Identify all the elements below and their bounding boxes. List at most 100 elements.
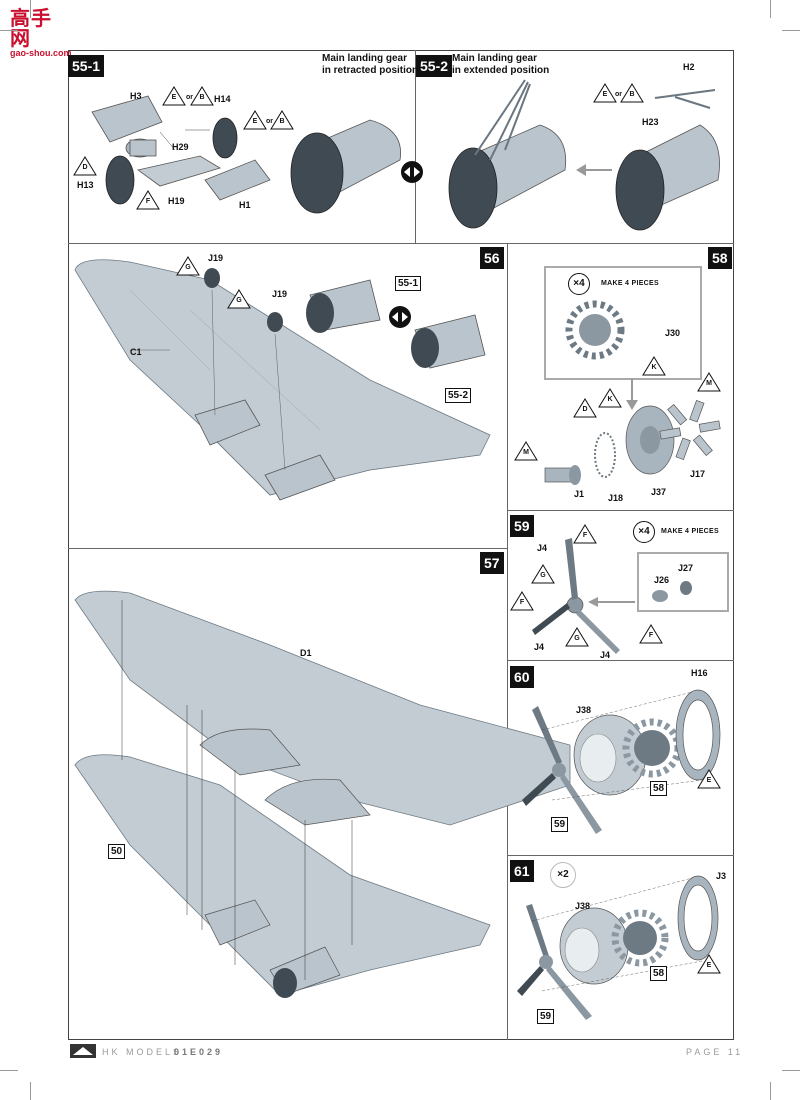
step-number: 61 [510, 860, 534, 882]
crop-mark [782, 30, 800, 31]
subassembly-box [544, 266, 702, 380]
crop-mark [770, 0, 771, 18]
paint-symbol: B [270, 110, 294, 130]
engine-nacelle-drawing-61 [517, 875, 719, 1020]
step-reference: 58 [650, 781, 668, 796]
paint-symbol: G [227, 289, 251, 309]
part-label: H2 [683, 62, 695, 72]
step-caption: Main landing gear in extended position [452, 53, 549, 77]
multiplier-badge: ×2 [550, 862, 576, 888]
caption-line: Main landing gear [322, 53, 408, 64]
paint-symbol: E [162, 86, 186, 106]
step-reference: 55-1 [395, 276, 422, 291]
crop-mark [30, 1082, 31, 1100]
swap-icon [401, 161, 423, 183]
step-reference: 55-2 [445, 388, 472, 403]
step-number: 56 [480, 247, 504, 269]
crop-mark [30, 0, 31, 18]
part-label: D1 [300, 648, 312, 658]
part-label: H23 [642, 117, 659, 127]
paint-symbol: E [697, 769, 721, 789]
footer-code: 01E029 [174, 1047, 224, 1057]
paint-symbol: F [136, 190, 160, 210]
caption-line: in retracted position [322, 65, 419, 76]
part-label: J1 [574, 489, 585, 499]
part-label: J4 [600, 650, 611, 660]
part-label: J4 [537, 543, 548, 553]
multiplier-badge: ×4 [633, 521, 655, 543]
divider [507, 243, 508, 1040]
part-label: J3 [716, 871, 727, 881]
paint-symbol: F [639, 624, 663, 644]
paint-symbol: G [176, 256, 200, 276]
footer-brand: HK MODELS [102, 1047, 183, 1057]
propeller-drawing-59 [532, 538, 692, 654]
part-label: J19 [208, 253, 224, 263]
part-label: J37 [651, 487, 667, 497]
step-reference: 50 [108, 844, 126, 859]
paint-symbol: M [697, 372, 721, 392]
or-text: or [186, 94, 193, 101]
divider [415, 50, 416, 243]
step-number: 55-1 [68, 55, 105, 77]
part-label: J4 [534, 642, 545, 652]
paint-symbol: B [620, 83, 644, 103]
paint-symbol: E [593, 83, 617, 103]
part-label: H14 [214, 94, 231, 104]
paint-symbol: D [573, 398, 597, 418]
part-label: J17 [690, 469, 706, 479]
engine-drawing-58 [544, 300, 721, 485]
step-number: 60 [510, 666, 534, 688]
landing-gear-retracted-drawing [91, 95, 402, 214]
step-number: 58 [708, 247, 732, 269]
part-label: H1 [239, 200, 251, 210]
part-label: J18 [608, 493, 624, 503]
part-label: H29 [172, 142, 189, 152]
step-number: 59 [510, 515, 534, 537]
engine-nacelle-drawing-60 [522, 689, 721, 834]
step-caption: Main landing gear in retracted position [322, 53, 418, 77]
divider [507, 660, 734, 661]
subassembly-box [637, 552, 729, 612]
part-label: J27 [678, 563, 694, 573]
part-label: H16 [691, 668, 708, 678]
paint-symbol: D [73, 156, 97, 176]
wing-assembly-drawing-56 [74, 259, 491, 501]
crop-mark [0, 1070, 18, 1071]
paint-symbol: E [243, 110, 267, 130]
paint-symbol: K [642, 356, 666, 376]
part-label: J38 [575, 901, 591, 911]
caption-line: in extended position [452, 65, 550, 76]
divider [68, 243, 734, 244]
part-label: J38 [576, 705, 592, 715]
multiplier-badge: ×4 [568, 273, 590, 295]
part-label: C1 [130, 347, 142, 357]
part-label: H13 [77, 180, 94, 190]
make-pieces-text: MAKE 4 PIECES [661, 528, 719, 535]
watermark-logo: 高手网 gao-shou.com [10, 8, 72, 58]
watermark-name: 高手网 [10, 6, 52, 50]
wing-assembly-drawing-57 [74, 590, 571, 998]
or-text: or [266, 118, 273, 125]
watermark-url: gao-shou.com [10, 48, 72, 58]
crop-mark [0, 30, 18, 31]
hk-models-logo-icon [70, 1044, 96, 1058]
step-number: 57 [480, 552, 504, 574]
divider [507, 855, 734, 856]
page-frame [68, 50, 734, 1040]
paint-symbol: E [697, 954, 721, 974]
crop-mark [770, 1082, 771, 1100]
part-label: J19 [272, 289, 288, 299]
or-text: or [615, 91, 622, 98]
part-label: H19 [168, 196, 185, 206]
paint-symbol: F [510, 591, 534, 611]
step-reference: 59 [537, 1009, 555, 1024]
crop-mark [782, 1070, 800, 1071]
paint-symbol: M [514, 441, 538, 461]
paint-symbol: G [531, 564, 555, 584]
step-number: 55-2 [416, 55, 453, 77]
step-reference: 59 [551, 817, 569, 832]
part-label: J30 [665, 328, 681, 338]
landing-gear-extended-drawing [448, 79, 720, 231]
footer-page: PAGE 11 [686, 1047, 744, 1057]
